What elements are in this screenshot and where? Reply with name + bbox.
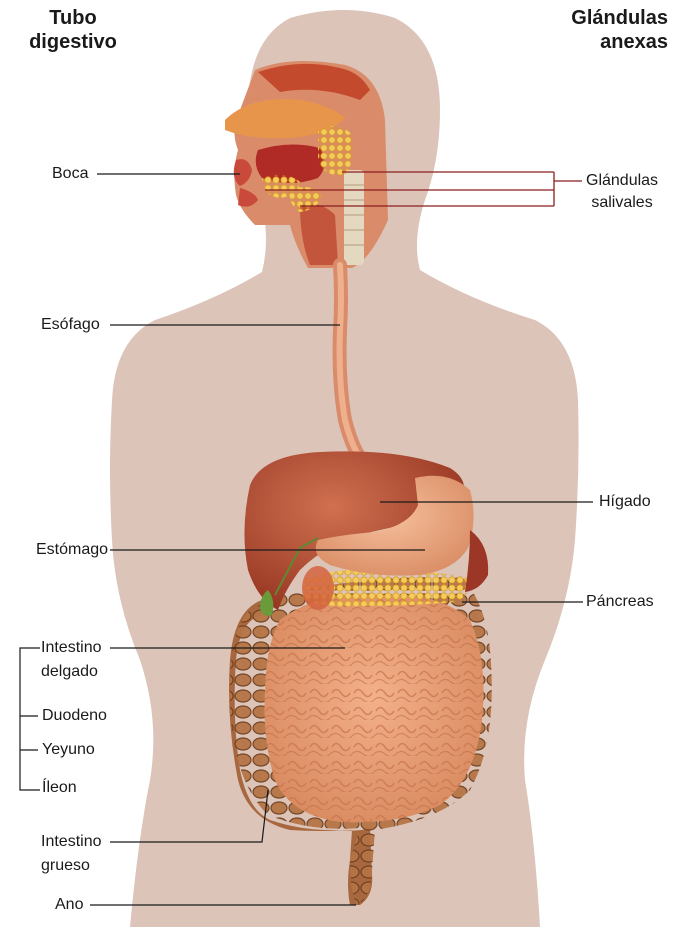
label-esofago: Esófago (41, 315, 100, 335)
label-boca: Boca (52, 164, 88, 184)
label-duodeno: Duodeno (42, 706, 107, 726)
label-pancreas: Páncreas (586, 592, 654, 612)
label-yeyuno: Yeyuno (42, 740, 95, 760)
label-intestino-grueso: Intestino grueso (41, 832, 101, 876)
label-ileon: Íleon (42, 778, 77, 798)
header-glandulas-anexas: Glándulas anexas (560, 6, 668, 54)
salivary-glands (318, 126, 353, 175)
label-ano: Ano (55, 895, 83, 915)
label-glandulas-salivales: Glándulas salivales (586, 171, 658, 213)
header-tubo-digestivo: Tubo digestivo (27, 6, 119, 54)
small-intestine-bracket (20, 648, 40, 790)
head-cross-section (225, 61, 388, 268)
label-intestino-delgado: Intestino delgado (41, 638, 101, 682)
label-higado: Hígado (599, 492, 651, 512)
label-estomago: Estómago (36, 540, 108, 560)
